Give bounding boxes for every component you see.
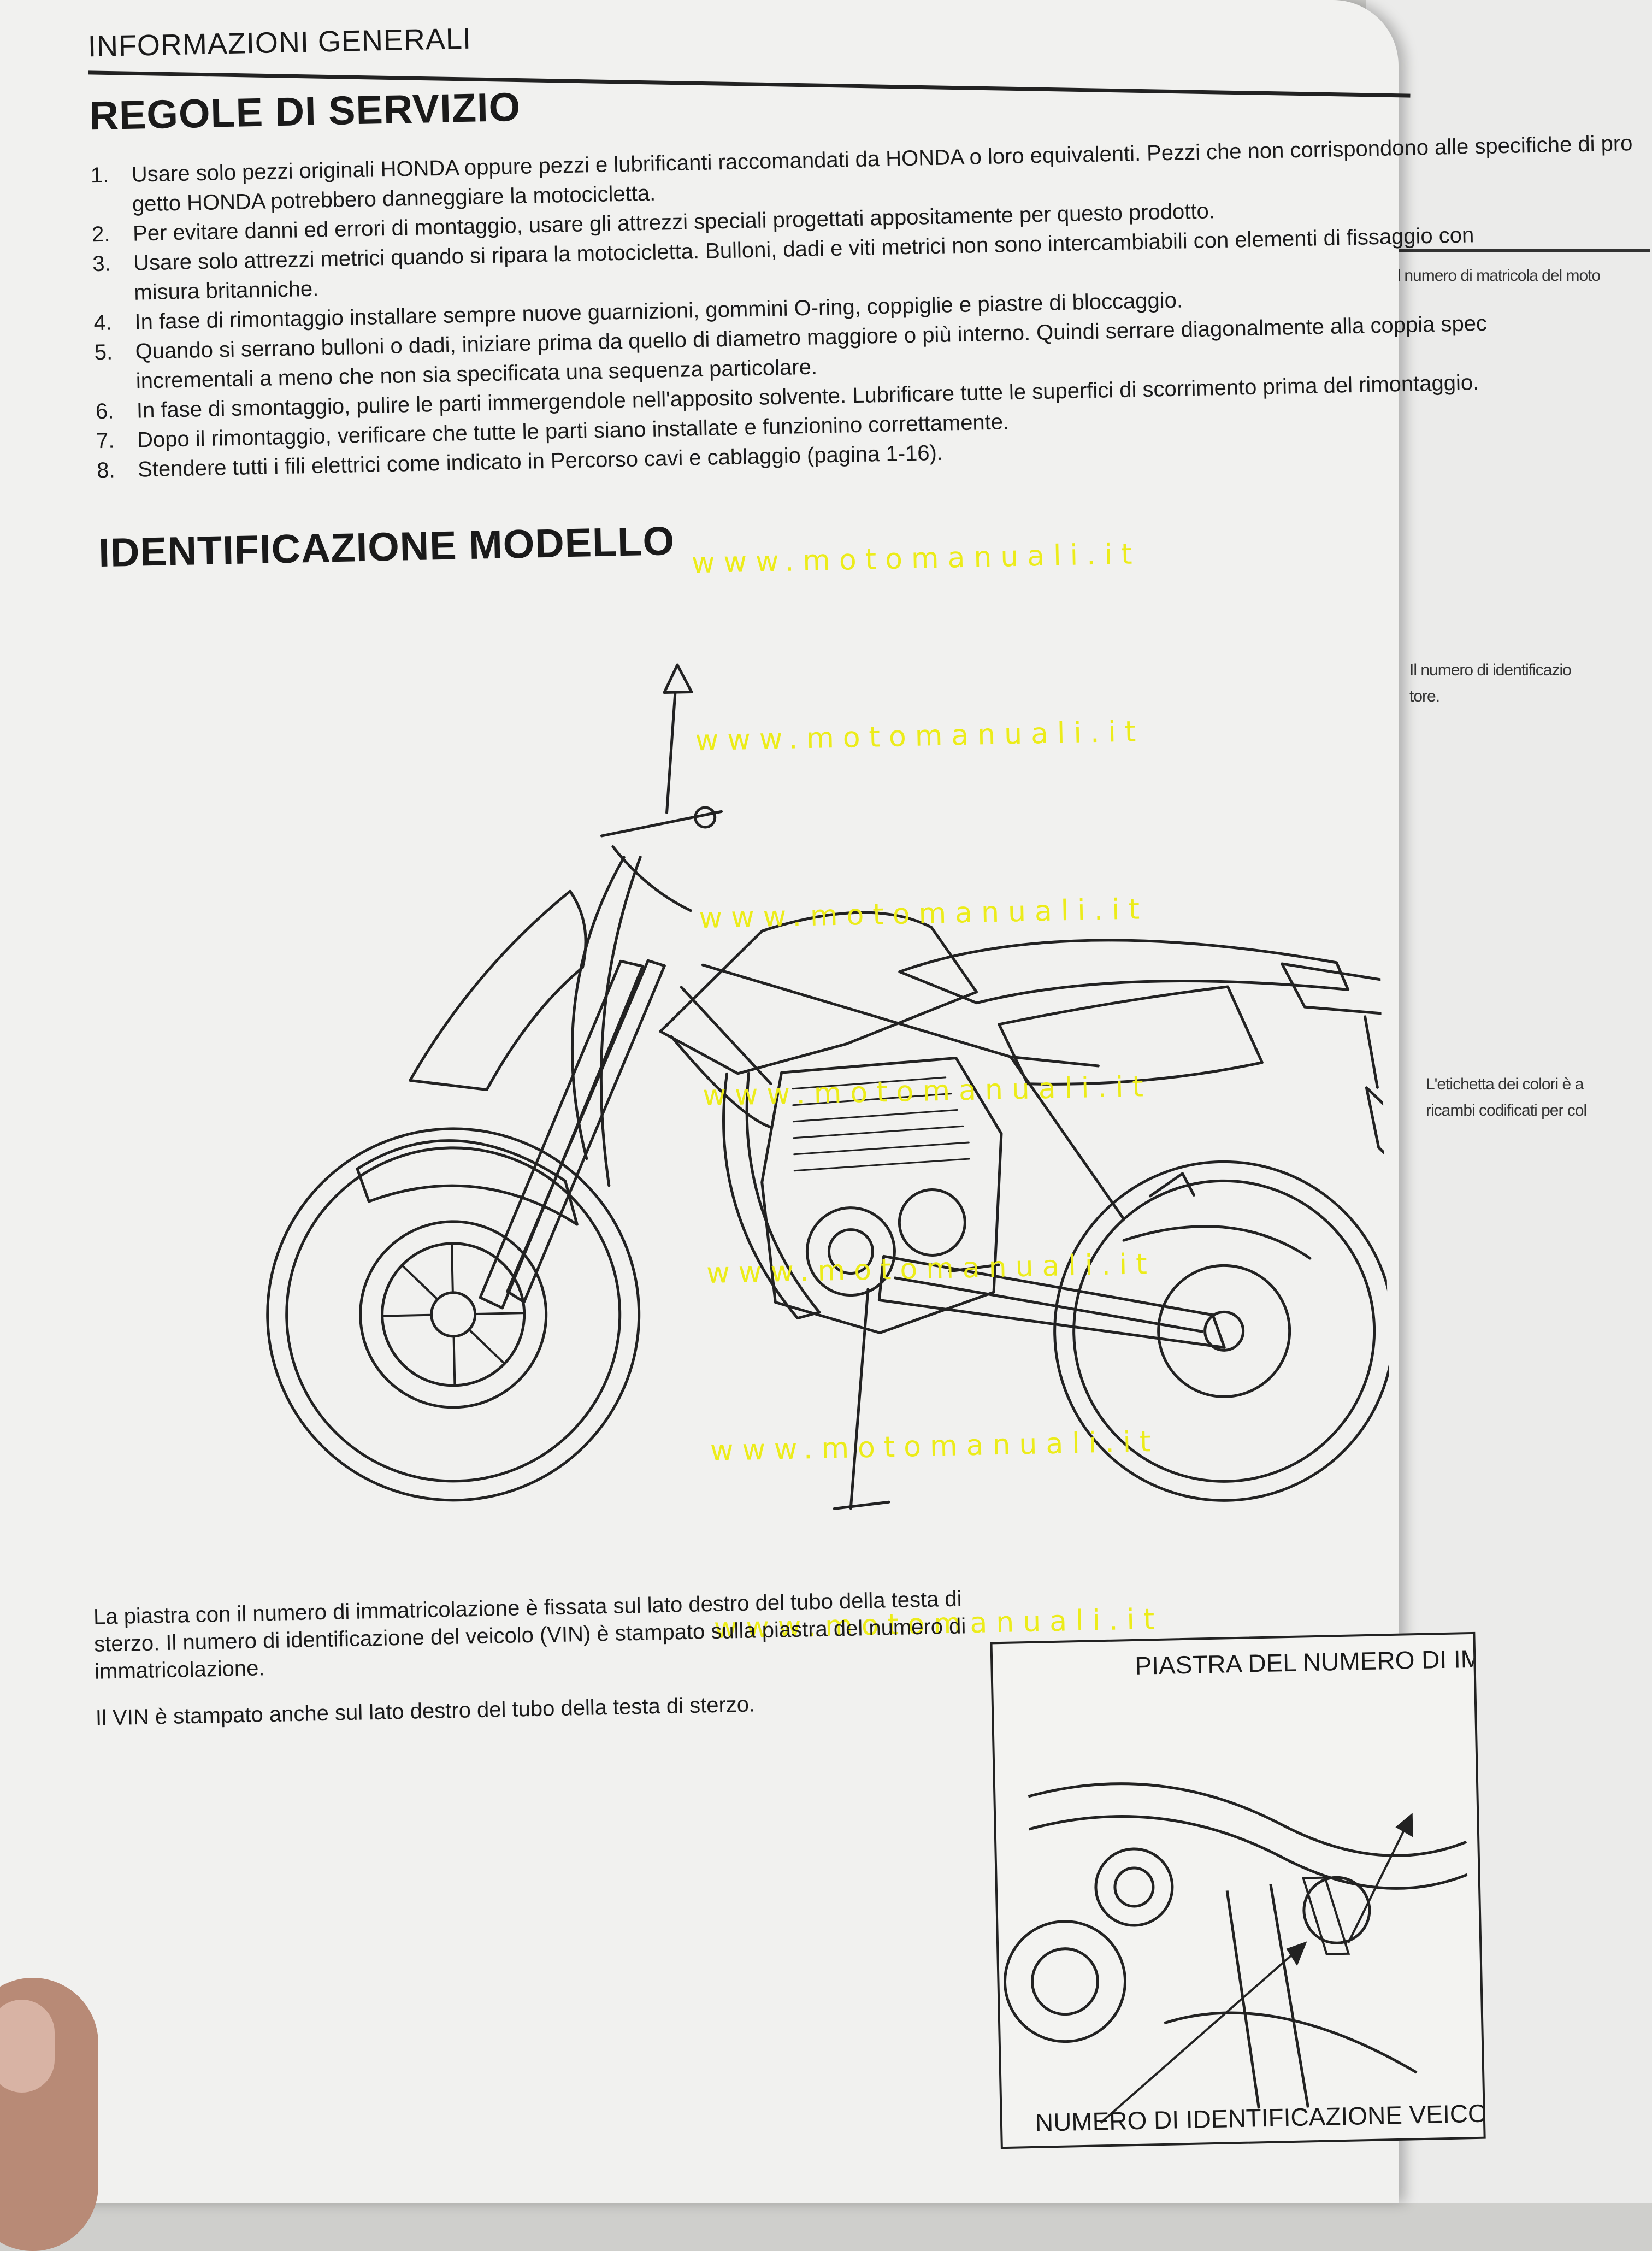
- service-rules-list: 1.Usare solo pezzi originali HONDA oppur…: [90, 131, 1632, 486]
- page-content: INFORMAZIONI GENERALI REGOLE DI SERVIZIO…: [71, 0, 1633, 2179]
- adjacent-page-rule: [1388, 249, 1650, 252]
- adjacent-text-3a: L'etichetta dei colori è a: [1426, 1075, 1584, 1093]
- adjacent-text-3b: ricambi codificati per col: [1426, 1101, 1587, 1119]
- model-id-paragraph-2: Il VIN è stampato anche sul lato destro …: [95, 1692, 756, 1730]
- thumbnail-nail: [0, 2000, 55, 2093]
- steering-head-drawing: [1004, 1782, 1468, 2124]
- manual-page: INFORMAZIONI GENERALI REGOLE DI SERVIZIO…: [0, 0, 1633, 2203]
- model-id-paragraph-1: La piastra con il numero di immatricolaz…: [93, 1587, 966, 1684]
- thumb: [0, 1978, 98, 2251]
- service-rules-title: REGOLE DI SERVIZIO: [88, 84, 521, 139]
- adjacent-text-2b: tore.: [1409, 687, 1440, 705]
- adjacent-text-2a: Il numero di identificazio: [1409, 661, 1572, 679]
- model-id-title: IDENTIFICAZIONE MODELLO: [98, 518, 675, 576]
- motorcycle-illustration: [266, 663, 1393, 1510]
- watermark: www.motomanuali.it: [691, 538, 1142, 580]
- adjacent-text-1: Il numero di matricola del moto: [1393, 267, 1601, 285]
- inset-label-plate: PIASTRA DEL NUMERO DI IMMATRICOLAZIONE: [1134, 1640, 1486, 1680]
- section-header: INFORMAZIONI GENERALI: [87, 22, 472, 63]
- vin-detail-inset: PIASTRA DEL NUMERO DI IMMATRICOLAZIONE: [990, 1631, 1486, 2149]
